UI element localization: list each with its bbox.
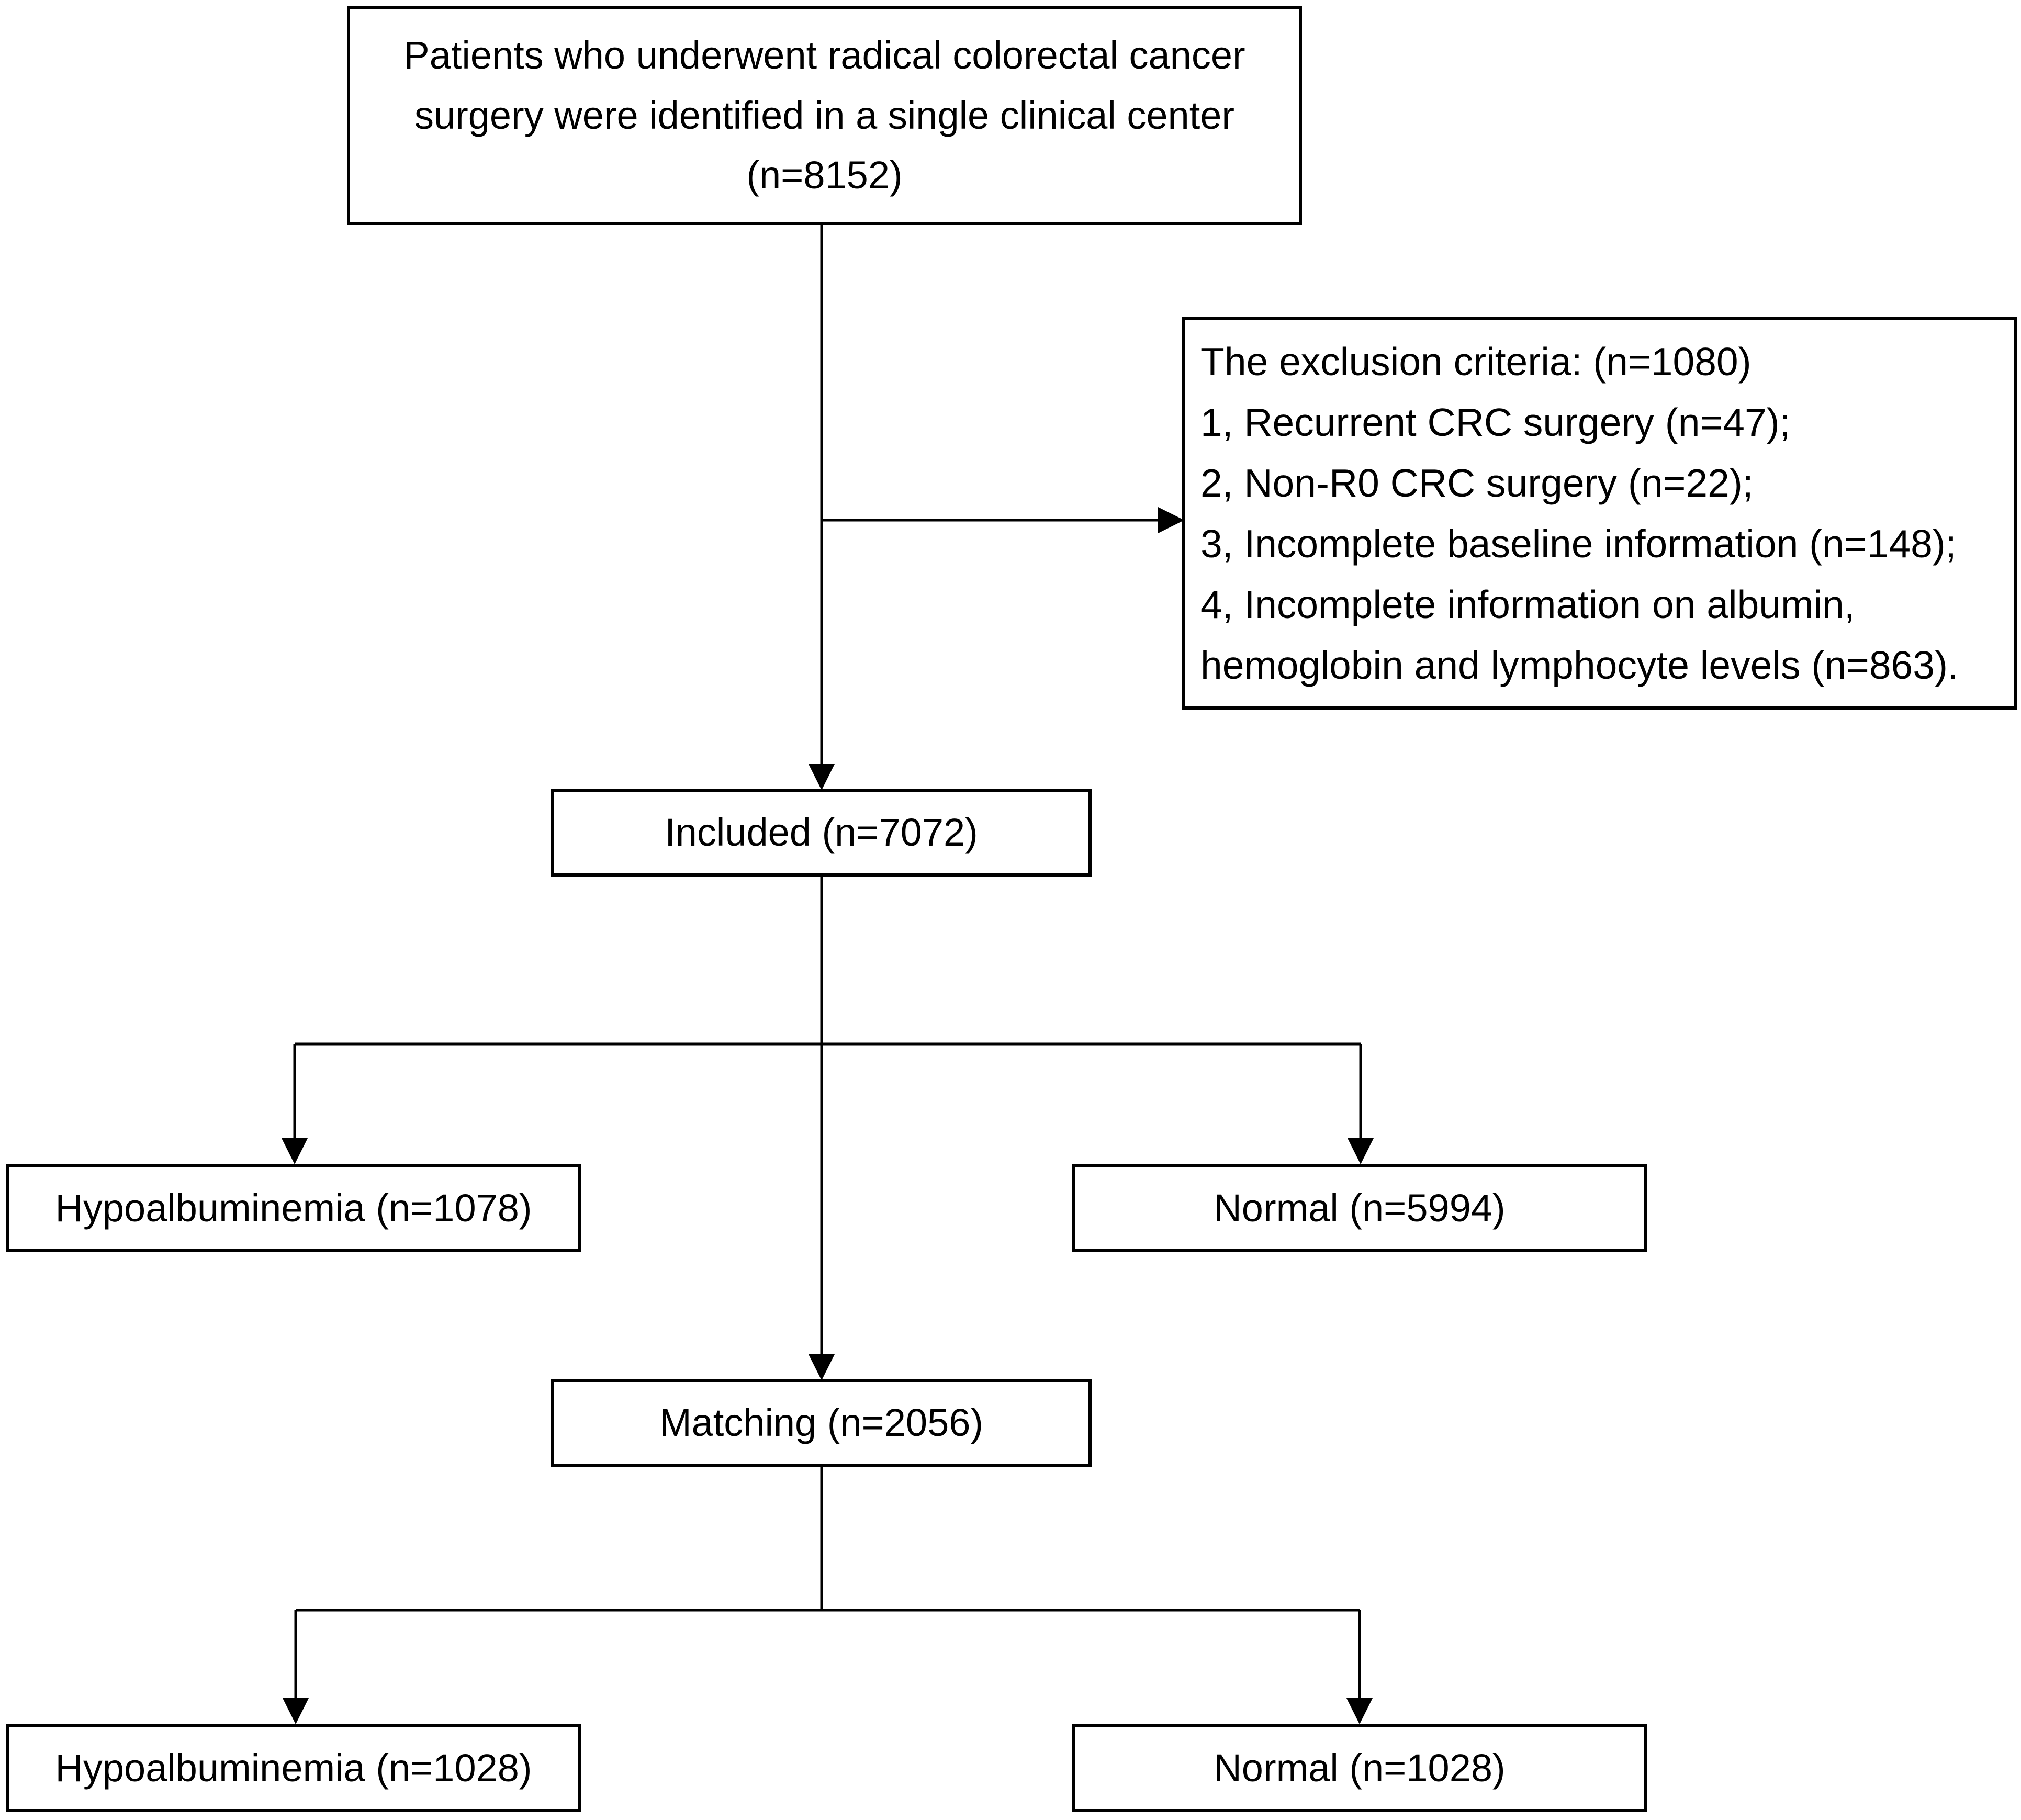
exclusion-item-1: 1, Recurrent CRC surgery (n=47); [1200, 400, 1791, 444]
exclusion-item-2: 2, Non-R0 CRC surgery (n=22); [1200, 461, 1754, 505]
exclusion-item-3: 3, Incomplete baseline information (n=14… [1200, 522, 1957, 566]
matching-box: Matching (n=2056) [551, 1379, 1092, 1467]
hypo-after-label: Hypoalbuminemia (n=1028) [55, 1746, 532, 1790]
exclusion-item-4b: hemoglobin and lymphocyte levels (n=863)… [1200, 643, 1959, 687]
hypo-before-label: Hypoalbuminemia (n=1078) [55, 1186, 532, 1230]
included-label: Included (n=7072) [665, 810, 978, 854]
top-box-line-1: Patients who underwent radical colorecta… [403, 33, 1245, 77]
hypoalbuminemia-box-after: Hypoalbuminemia (n=1028) [6, 1724, 581, 1812]
top-box-line-2: surgery were identified in a single clin… [414, 93, 1235, 137]
normal-box-before: Normal (n=5994) [1072, 1164, 1647, 1252]
normal-box-after: Normal (n=1028) [1072, 1724, 1647, 1812]
normal-after-label: Normal (n=1028) [1214, 1746, 1506, 1790]
included-box: Included (n=7072) [551, 789, 1092, 877]
hypoalbuminemia-box-before: Hypoalbuminemia (n=1078) [6, 1164, 581, 1252]
matching-label: Matching (n=2056) [659, 1400, 984, 1444]
normal-before-label: Normal (n=5994) [1214, 1186, 1506, 1230]
exclusion-box: The exclusion criteria: (n=1080) 1, Recu… [1182, 317, 2017, 710]
exclusion-title: The exclusion criteria: (n=1080) [1200, 340, 1751, 384]
top-box: Patients who underwent radical colorecta… [347, 6, 1302, 225]
exclusion-item-4a: 4, Incomplete information on albumin, [1200, 582, 1855, 626]
top-box-line-3: (n=8152) [746, 153, 903, 197]
